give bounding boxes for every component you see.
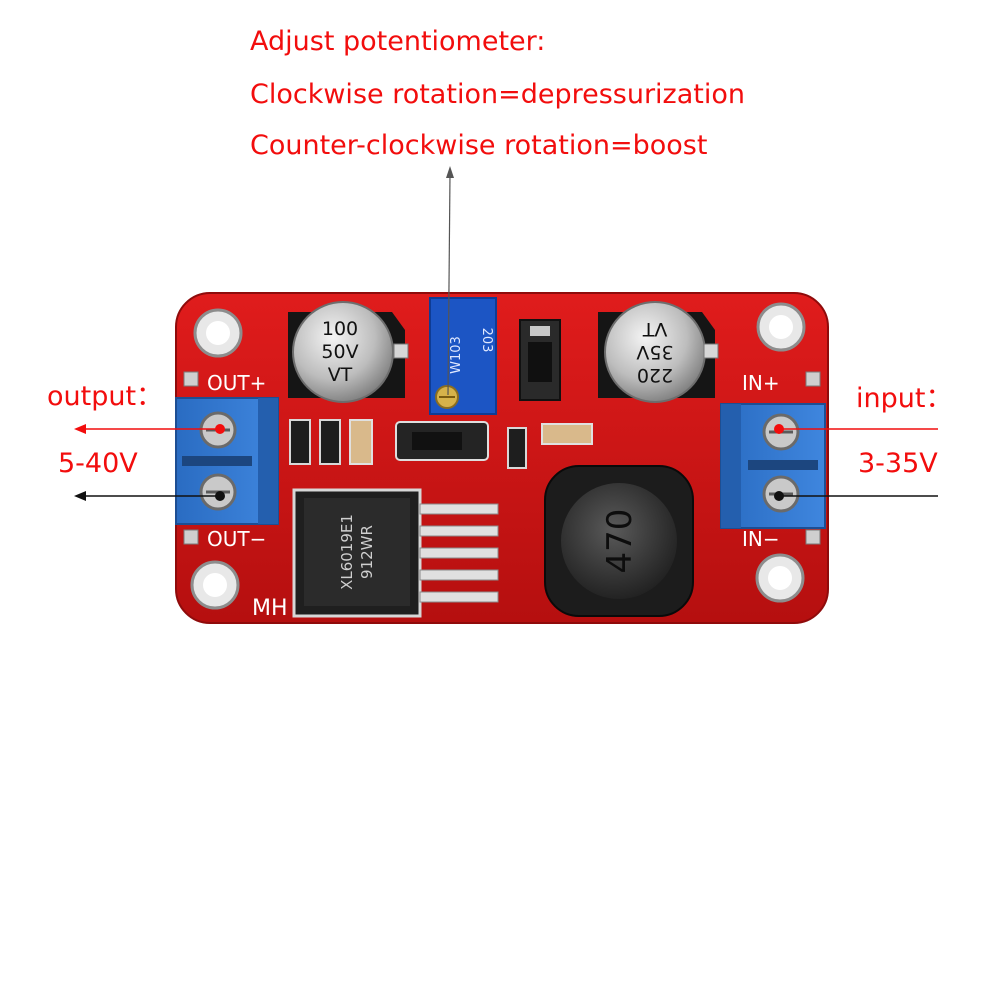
smd-resistor: [289, 419, 311, 465]
input-terminal-block: [720, 403, 826, 529]
mounting-hole: [206, 321, 230, 345]
mounting-hole: [203, 573, 227, 597]
potentiometer-code: 203: [479, 328, 494, 353]
capacitor-left-mark: VT: [328, 364, 353, 386]
inductor: 470: [544, 465, 694, 617]
potentiometer[interactable]: W103 203: [429, 297, 497, 415]
solder-pad: [805, 371, 821, 387]
inductor-marking: 470: [600, 509, 640, 574]
input-voltage-range: 3-35V: [858, 448, 938, 479]
input-negative-dot: [774, 491, 784, 501]
input-positive-dot: [774, 424, 784, 434]
output-terminal-block: [175, 397, 279, 525]
silkscreen-out-minus: OUT−: [207, 527, 266, 551]
solder-pad: [183, 529, 199, 545]
chip-marking-line1: XL6019E1: [338, 514, 356, 590]
potentiometer-pointer-arrow: [446, 166, 454, 396]
output-negative-arrow: [74, 491, 225, 501]
capacitor-right-value: 220: [637, 364, 673, 386]
smd-resistor: [507, 427, 527, 469]
input-label: input：: [856, 383, 953, 414]
output-voltage-range: 5-40V: [58, 448, 138, 479]
diode: [519, 319, 561, 401]
mounting-hole: [768, 566, 792, 590]
capacitor-left: 100 50V VT: [288, 301, 409, 403]
chip-leads: [419, 503, 499, 603]
silkscreen-in-minus: IN−: [742, 527, 780, 551]
capacitor-right: 220 35V VT: [598, 301, 719, 403]
pot-counterclockwise-note: Counter-clockwise rotation=boost: [250, 130, 708, 161]
silkscreen-maker: MH: [252, 596, 288, 621]
smd-capacitor: [541, 423, 593, 445]
capacitor-right-mark: VT: [642, 318, 667, 340]
silkscreen-in-plus: IN+: [742, 371, 780, 395]
output-label: output：: [47, 381, 164, 412]
chip-marking-line2: 912WR: [358, 525, 376, 579]
mounting-holes: [190, 302, 806, 610]
regulator-chip: XL6019E1 912WR: [292, 488, 499, 618]
solder-pad: [805, 529, 821, 545]
potentiometer-marking: W103: [449, 336, 464, 374]
mounting-hole: [769, 315, 793, 339]
smd-capacitor: [349, 419, 373, 465]
capacitor-left-voltage: 50V: [321, 341, 358, 363]
solder-pad: [183, 371, 199, 387]
capacitor-right-voltage: 35V: [636, 341, 673, 363]
pot-title: Adjust potentiometer:: [250, 26, 546, 57]
pot-clockwise-note: Clockwise rotation=depressurization: [250, 79, 745, 110]
silkscreen-out-plus: OUT+: [207, 371, 266, 395]
output-positive-arrow: [74, 424, 225, 434]
smd-resistor: [319, 419, 341, 465]
capacitor-left-value: 100: [322, 318, 358, 340]
